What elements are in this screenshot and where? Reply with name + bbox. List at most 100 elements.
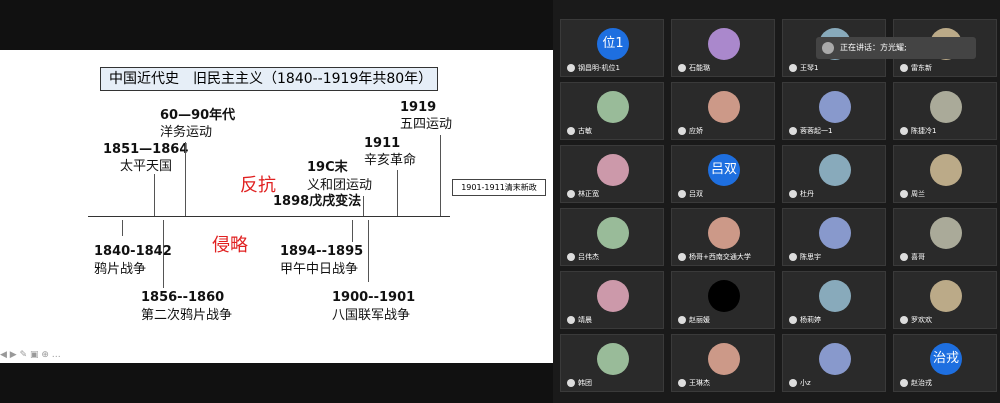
- participant-tile[interactable]: 周兰: [893, 145, 997, 203]
- mic-muted-icon: [900, 64, 908, 72]
- mic-muted-icon: [567, 316, 575, 324]
- avatar: 位1: [597, 28, 629, 60]
- avatar: [708, 28, 740, 60]
- participant-name: 雷东新: [900, 63, 932, 73]
- participant-name: 小z: [789, 378, 811, 388]
- participant-tile[interactable]: 古敏: [560, 82, 664, 140]
- resistance-label: 反抗: [240, 175, 276, 196]
- event-label: 第二次鸦片战争: [141, 308, 233, 323]
- participant-name: 陈思宇: [789, 252, 821, 262]
- participant-name: 应娇: [678, 126, 703, 136]
- participant-tile[interactable]: 小z: [782, 334, 886, 392]
- participant-tile[interactable]: 杜丹: [782, 145, 886, 203]
- participant-tile[interactable]: 吕双吕双: [671, 145, 775, 203]
- mic-muted-icon: [789, 379, 797, 387]
- mic-muted-icon: [900, 253, 908, 261]
- participant-tile[interactable]: 罗欢欢: [893, 271, 997, 329]
- participant-tile[interactable]: 吕伟杰: [560, 208, 664, 266]
- avatar: 治戎: [930, 343, 962, 375]
- participant-name: 陈捷冷1: [900, 126, 936, 136]
- slide-title: 中国近代史旧民主主义（1840--1919年共80年）: [100, 67, 438, 91]
- participant-tile[interactable]: 王琳杰: [671, 334, 775, 392]
- shared-slide: 中国近代史旧民主主义（1840--1919年共80年） 60—90年代 洋务运动…: [0, 50, 553, 363]
- avatar: [597, 154, 629, 186]
- participant-name: 钢昌明-机位1: [567, 63, 620, 73]
- participant-tile[interactable]: 治戎赵治戎: [893, 334, 997, 392]
- avatar: [597, 217, 629, 249]
- avatar: [930, 91, 962, 123]
- participant-tile[interactable]: 杨哥+西南交通大学: [671, 208, 775, 266]
- event-arrow: [440, 135, 441, 216]
- participant-tile[interactable]: 石能璐: [671, 19, 775, 77]
- screen-share-area: 中国近代史旧民主主义（1840--1919年共80年） 60—90年代 洋务运动…: [0, 0, 553, 403]
- avatar: [819, 91, 851, 123]
- mic-muted-icon: [567, 127, 575, 135]
- event-label: 1894--1895: [280, 244, 364, 259]
- participant-tile[interactable]: 赵丽媛: [671, 271, 775, 329]
- participant-tile[interactable]: 杨莉婷: [782, 271, 886, 329]
- participant-tile[interactable]: 陈思宇: [782, 208, 886, 266]
- avatar: [930, 217, 962, 249]
- event-label: 1851—1864: [103, 142, 189, 157]
- avatar: [708, 217, 740, 249]
- mic-muted-icon: [678, 64, 686, 72]
- event-label: 1900--1901: [332, 290, 416, 305]
- event-label: 19C末: [307, 160, 348, 175]
- event-label: 洋务运动: [160, 125, 213, 140]
- event-label: 甲午中日战争: [280, 262, 359, 277]
- participant-name: 杜丹: [789, 189, 814, 199]
- speaker-icon: [822, 42, 834, 54]
- event-label: 鸦片战争: [94, 262, 147, 277]
- participant-name: 蓉蓉起一1: [789, 126, 832, 136]
- event-label: 1856--1860: [141, 290, 225, 305]
- speaking-indicator: 正在讲话：方光耀;: [816, 37, 976, 59]
- participant-name: 吕伟杰: [567, 252, 599, 262]
- participant-name: 赵治戎: [900, 378, 932, 388]
- participant-name: 韩团: [567, 378, 592, 388]
- mic-muted-icon: [900, 316, 908, 324]
- avatar: [819, 154, 851, 186]
- mic-muted-icon: [567, 190, 575, 198]
- mic-muted-icon: [900, 379, 908, 387]
- mic-muted-icon: [678, 127, 686, 135]
- event-label: 1840-1842: [94, 244, 172, 259]
- participant-tile[interactable]: 位1 钢昌明-机位1: [560, 19, 664, 77]
- new-policy-note: 1901-1911清末新政: [452, 179, 546, 196]
- event-arrow: [397, 170, 398, 216]
- mic-muted-icon: [900, 127, 908, 135]
- participant-tile[interactable]: 陈捷冷1: [893, 82, 997, 140]
- event-arrow: [122, 220, 123, 236]
- mic-muted-icon: [678, 316, 686, 324]
- participant-tile[interactable]: 喜哥: [893, 208, 997, 266]
- participant-name: 古敏: [567, 126, 592, 136]
- participant-name: 周兰: [900, 189, 925, 199]
- participant-tile[interactable]: 应娇: [671, 82, 775, 140]
- event-label: 60—90年代: [160, 108, 236, 123]
- mic-muted-icon: [900, 190, 908, 198]
- participant-tile[interactable]: 韩团: [560, 334, 664, 392]
- slide-toolbar[interactable]: ◀ ▶ ✎ ▣ ⊕ …: [0, 350, 61, 360]
- participant-tile[interactable]: 蓉蓉起一1: [782, 82, 886, 140]
- event-arrow: [352, 220, 353, 242]
- mic-muted-icon: [789, 190, 797, 198]
- event-label: 太平天国: [120, 159, 173, 174]
- participant-tile[interactable]: 林正宽: [560, 145, 664, 203]
- mic-muted-icon: [678, 253, 686, 261]
- avatar: [708, 91, 740, 123]
- participant-tile[interactable]: 靖晨: [560, 271, 664, 329]
- mic-muted-icon: [678, 190, 686, 198]
- participant-name: 杨哥+西南交通大学: [678, 252, 751, 262]
- event-label: 辛亥革命: [364, 153, 417, 168]
- event-label: 五四运动: [400, 117, 453, 132]
- avatar: [597, 91, 629, 123]
- participant-name: 石能璐: [678, 63, 710, 73]
- event-arrow: [363, 196, 364, 216]
- participant-name: 杨莉婷: [789, 315, 821, 325]
- avatar: [708, 343, 740, 375]
- timeline-axis: [88, 216, 450, 217]
- event-label: 1919: [400, 100, 437, 115]
- avatar: [930, 154, 962, 186]
- event-arrow: [185, 142, 186, 216]
- event-label: 1911: [364, 136, 401, 151]
